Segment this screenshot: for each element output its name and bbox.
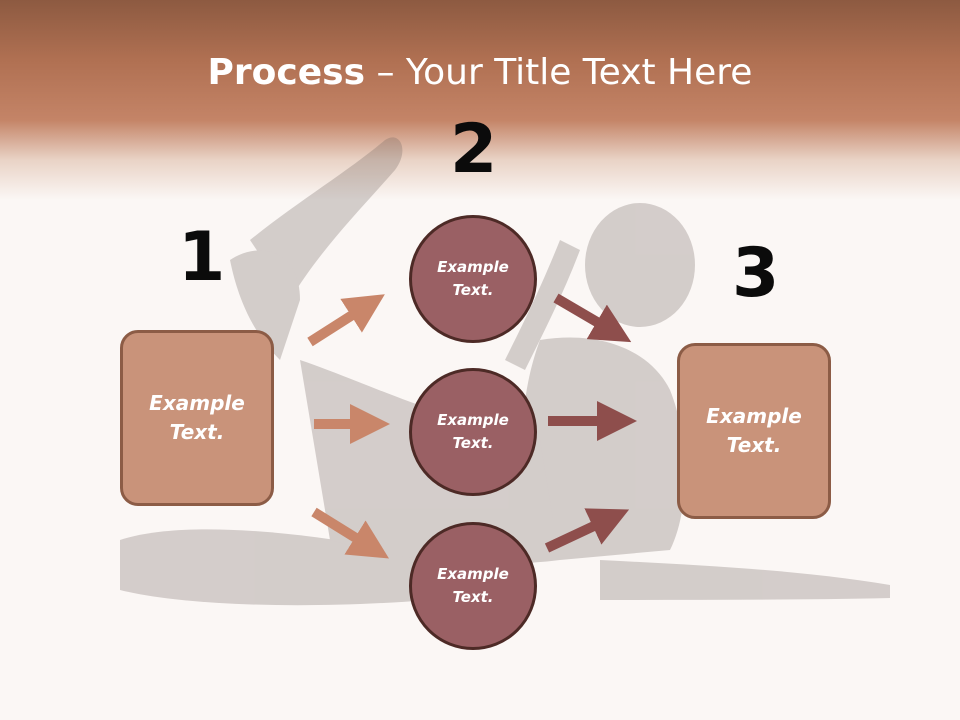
- step-1-box-label: Example Text.: [149, 389, 245, 447]
- step-1-box: Example Text.: [120, 330, 274, 506]
- circle-bottom-line2: Text.: [452, 588, 494, 606]
- step-number-3: 3: [732, 234, 780, 313]
- arrow-left-to-circle-top: [307, 294, 385, 347]
- step-2-circle-bottom: Example Text.: [409, 522, 537, 650]
- circle-bottom-line1: Example: [437, 565, 509, 583]
- step-3-box-label: Example Text.: [706, 402, 802, 460]
- step-number-1: 1: [178, 218, 226, 297]
- title-bold: Process: [207, 52, 366, 93]
- circle-middle-line2: Text.: [452, 434, 494, 452]
- slide-title: Process – Your Title Text Here: [0, 52, 960, 93]
- arrow-left-to-circle-bottom: [311, 507, 389, 559]
- circle-top-line2: Text.: [452, 281, 494, 299]
- arrow-circle-bottom-to-right: [544, 508, 630, 553]
- step-3-box-line1: Example: [706, 404, 802, 428]
- circle-top-line1: Example: [437, 258, 509, 276]
- header-band: [0, 0, 960, 200]
- arrow-circle-top-to-right: [553, 293, 632, 343]
- circle-middle-line1: Example: [437, 411, 509, 429]
- title-rest: – Your Title Text Here: [365, 52, 753, 93]
- step-2-circle-middle: Example Text.: [409, 368, 537, 496]
- step-3-box: Example Text.: [677, 343, 831, 519]
- step-3-box-line2: Text.: [726, 433, 782, 457]
- step-number-2: 2: [450, 110, 498, 189]
- step-1-box-line1: Example: [149, 391, 245, 415]
- step-2-circle-top: Example Text.: [409, 215, 537, 343]
- step-1-box-line2: Text.: [169, 420, 225, 444]
